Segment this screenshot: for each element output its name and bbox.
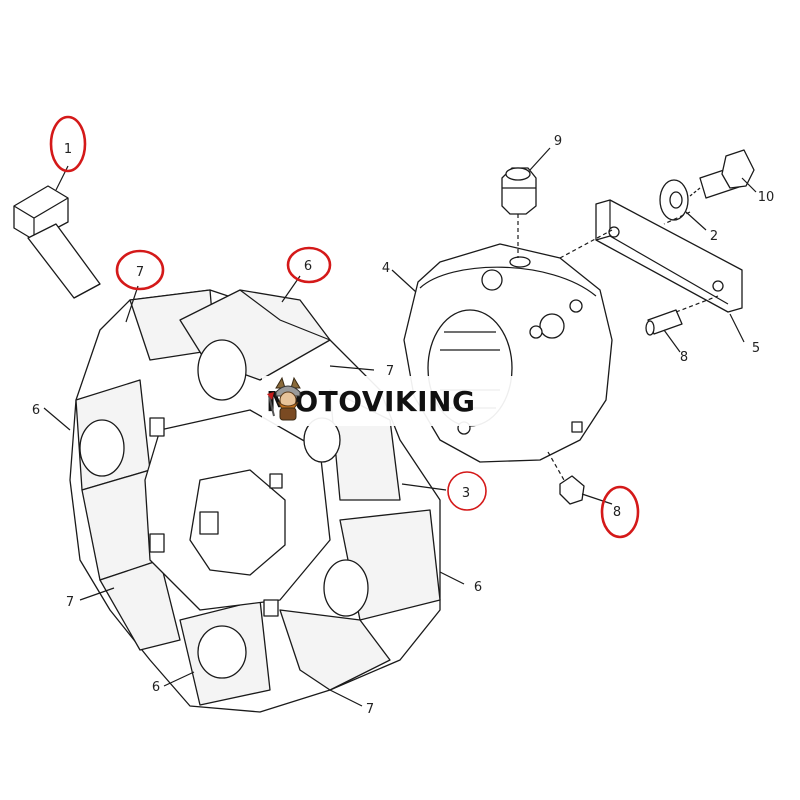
- hub-part-4: [403, 243, 613, 463]
- viking-warrior-logo-icon: [267, 376, 301, 421]
- screw-part-9: [501, 167, 537, 215]
- callout-6-top: 6: [304, 259, 312, 274]
- bolt-part-10: [699, 149, 755, 199]
- pin-part-8: [645, 309, 683, 336]
- highlight-circle-3: [447, 471, 487, 511]
- highlight-circle-1: [49, 115, 87, 173]
- callout-5: 5: [752, 341, 760, 356]
- plate-part-5: [595, 199, 743, 313]
- callout-3: 3: [462, 486, 470, 501]
- callout-2: 2: [710, 229, 718, 244]
- highlight-circle-6: [286, 246, 332, 284]
- callout-labels: 1 7 6 6 7 3 7 6 6 7 4 9 2 10 5 8 8: [32, 134, 774, 717]
- callout-6-right: 6: [474, 580, 482, 595]
- callout-9: 9: [554, 134, 562, 149]
- leader-lines: [43, 147, 757, 707]
- watermark-brand-text: MOTOVIKING: [266, 384, 476, 418]
- callout-4: 4: [382, 261, 390, 276]
- pin-part-1: [13, 185, 101, 299]
- highlight-circle-7: [115, 249, 165, 291]
- callout-8-right: 8: [680, 350, 688, 365]
- watermark-banner: MOTOVIKING: [262, 376, 534, 426]
- highlight-circle-8: [600, 485, 640, 539]
- callout-7-left: 7: [66, 595, 74, 610]
- washer-part-2: [659, 179, 689, 221]
- callout-1: 1: [64, 142, 72, 157]
- callout-7-top: 7: [136, 265, 144, 280]
- callout-6-left: 6: [32, 403, 40, 418]
- callout-10: 10: [758, 190, 775, 205]
- callout-8-bottom: 8: [613, 505, 621, 520]
- coupling-element: [69, 289, 441, 713]
- callout-7-bottom: 7: [366, 702, 374, 717]
- callout-6-bottom: 6: [152, 680, 160, 695]
- key-part-8: [559, 475, 585, 505]
- callout-7-right: 7: [386, 364, 394, 379]
- highlight-markers: [49, 115, 640, 539]
